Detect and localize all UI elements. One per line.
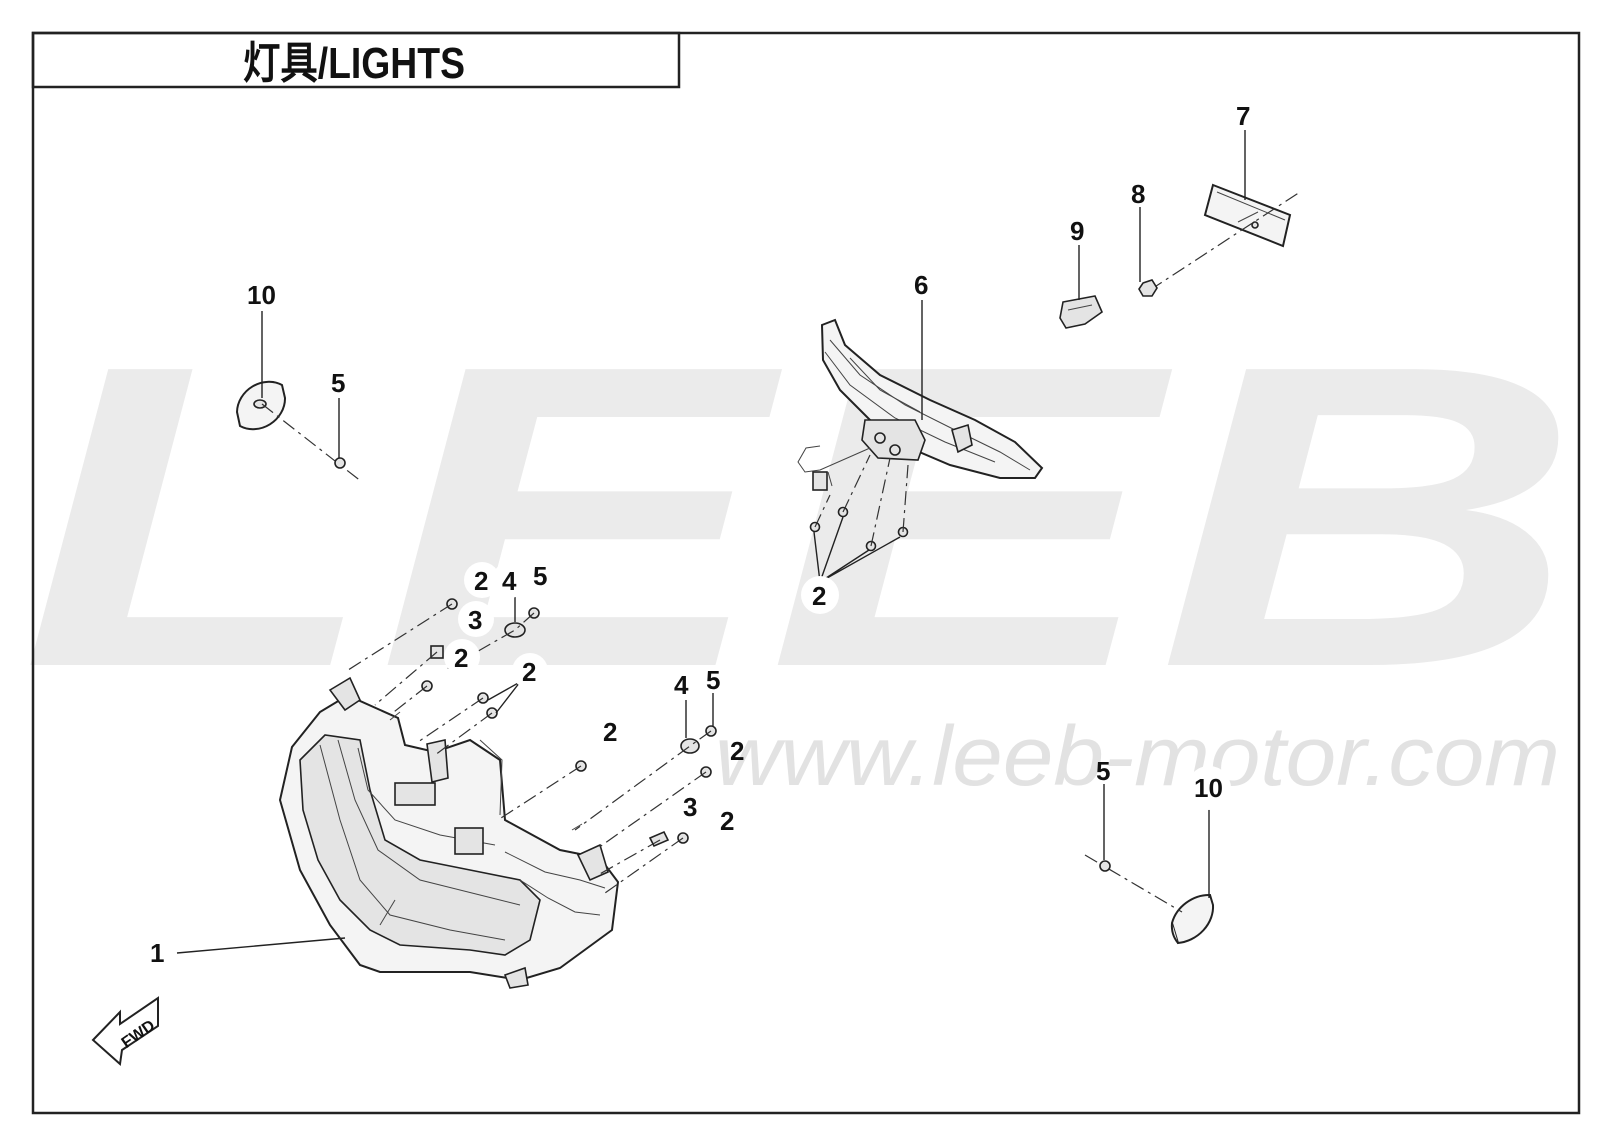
- nut-8: [1138, 279, 1158, 297]
- callout-bubble: [1187, 766, 1231, 810]
- callout-5: 5: [533, 561, 547, 591]
- callout-2: 2: [454, 643, 468, 673]
- reflector-right: [1084, 854, 1215, 945]
- callout-bubble: [492, 562, 528, 598]
- callout-4: 4: [502, 566, 517, 596]
- callout-10: 10: [1194, 773, 1223, 803]
- callout-2: 2: [474, 566, 488, 596]
- callout-2: 2: [812, 581, 826, 611]
- callout-bubble: [523, 557, 559, 593]
- callout-bubble: [512, 653, 548, 689]
- callout-bubble: [444, 639, 480, 675]
- callout-bubble: [458, 601, 494, 637]
- callout-5: 5: [331, 368, 345, 398]
- callout-bubble: [801, 576, 839, 614]
- reflector-left: [235, 380, 363, 483]
- callout-7: 7: [1236, 101, 1250, 131]
- nut-5-left: [334, 457, 346, 469]
- callout-10: 10: [247, 280, 276, 310]
- relay-9: [1059, 295, 1103, 329]
- callout-3: 3: [468, 605, 482, 635]
- forward-arrow-icon: FWD: [91, 996, 159, 1066]
- sheet-border: [31, 31, 1581, 1115]
- watermark-brand: LEEB: [20, 277, 1580, 757]
- callout-5: 5: [706, 665, 720, 695]
- watermark: LEEB www.leeb-motor.com: [20, 277, 1580, 803]
- callout-9: 9: [1070, 216, 1084, 246]
- assembly-lines-headlight: [344, 603, 712, 894]
- nut-5-right: [1099, 860, 1111, 872]
- callouts: 1 2 4 5 3 2 2 2 4 5 2 3 2 2 6 7 8 9 10 5…: [150, 101, 1250, 968]
- reflector-7: [1203, 183, 1292, 248]
- leader-lines: [176, 130, 1246, 954]
- callout-5: 5: [1096, 756, 1110, 786]
- callout-4: 4: [674, 670, 689, 700]
- tail-light-assembly: [797, 318, 1044, 552]
- round-reflector-10-right: [1170, 893, 1215, 945]
- watermark-url: www.leeb-motor.com: [715, 709, 1560, 803]
- washer-4-upper: [504, 622, 526, 638]
- callout-8: 8: [1131, 179, 1145, 209]
- title-block: 灯具/LIGHTS: [31, 31, 681, 89]
- callout-2: 2: [603, 717, 617, 747]
- tail-screw-b: [837, 506, 849, 518]
- callout-bubble: [464, 562, 500, 598]
- callout-6: 6: [914, 270, 928, 300]
- callout-2: 2: [730, 736, 744, 766]
- callout-2: 2: [522, 657, 536, 687]
- reflector-assembly: [1059, 183, 1301, 329]
- callout-3: 3: [683, 792, 697, 822]
- headlight-assembly: [278, 676, 620, 989]
- callout-1: 1: [150, 938, 164, 968]
- diagram-title: 灯具/LIGHTS: [243, 39, 465, 88]
- callout-2: 2: [720, 806, 734, 836]
